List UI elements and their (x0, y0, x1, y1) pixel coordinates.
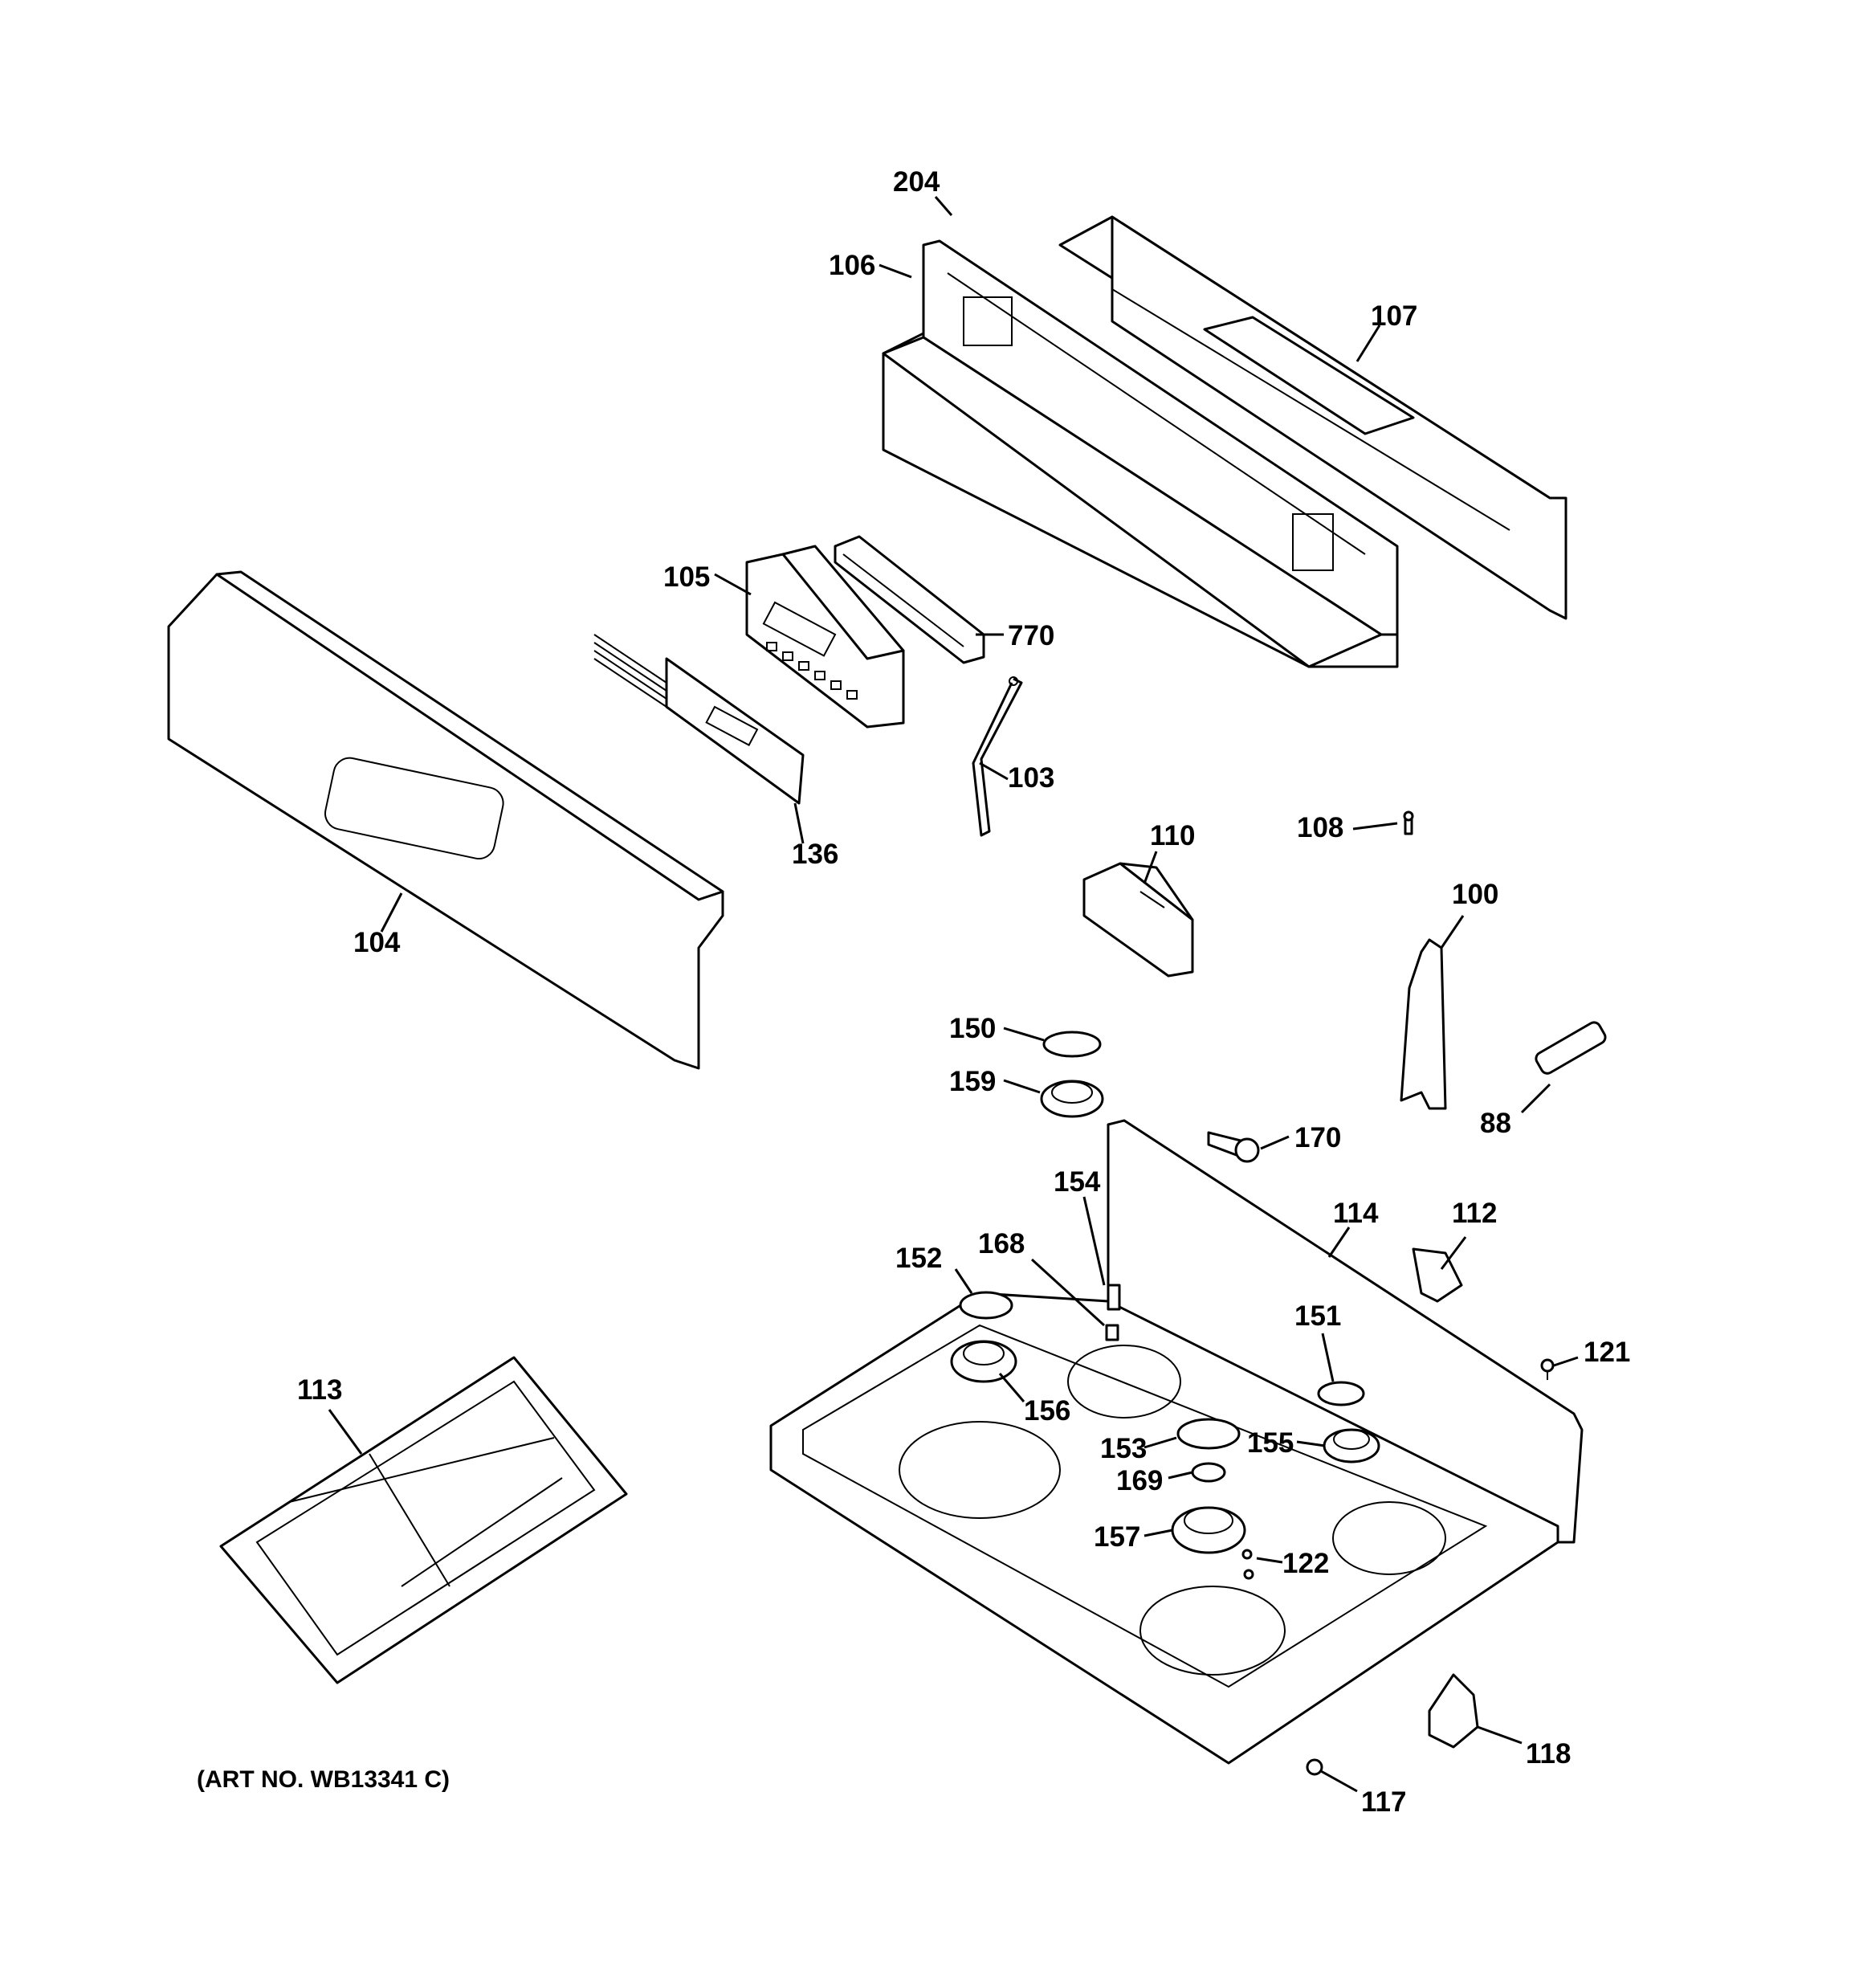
callout-122: 122 (1282, 1548, 1329, 1579)
callout-112: 112 (1452, 1198, 1497, 1229)
callout-159: 159 (949, 1066, 996, 1097)
callout-110: 110 (1150, 820, 1195, 851)
part-103-support-bracket (972, 676, 1023, 837)
part-152-burner-cap (959, 1291, 1013, 1320)
part-88-clip (1535, 1021, 1607, 1075)
part-114-cooktop (769, 1119, 1584, 1765)
part-170-screw (1207, 1131, 1260, 1163)
callout-170: 170 (1294, 1122, 1341, 1153)
leader-lines (328, 196, 1579, 1793)
part-150-burner-cap (1042, 1031, 1102, 1058)
part-136-membrane-switch (593, 634, 805, 805)
part-113-grate (219, 1356, 628, 1684)
part-151-burner-cap (1317, 1381, 1365, 1406)
callout-152: 152 (895, 1243, 942, 1274)
callout-204: 204 (893, 166, 940, 198)
part-157-burner-head (1171, 1506, 1246, 1554)
callout-153: 153 (1100, 1433, 1147, 1464)
callout-150: 150 (949, 1013, 996, 1044)
callout-100: 100 (1452, 879, 1498, 910)
callout-136: 136 (792, 839, 838, 870)
part-110-spark-module (1082, 862, 1194, 978)
callout-770: 770 (1008, 620, 1054, 651)
callout-151: 151 (1294, 1300, 1341, 1332)
part-117-nut (1306, 1758, 1323, 1776)
callout-168: 168 (978, 1228, 1025, 1259)
part-169-ring (1191, 1462, 1226, 1483)
part-107-rear-trim (1058, 215, 1567, 620)
part-156-burner-head (950, 1340, 1017, 1383)
callout-88: 88 (1480, 1108, 1511, 1139)
callout-103: 103 (1008, 762, 1054, 794)
part-105-control-board (745, 545, 905, 729)
part-106-rear-bracket (882, 239, 1399, 668)
callout-121: 121 (1584, 1337, 1630, 1368)
callout-108: 108 (1297, 812, 1343, 843)
callout-105: 105 (663, 561, 710, 593)
part-155-burner-head (1323, 1428, 1380, 1463)
callout-labels: 204 106 107 105 770 103 136 104 110 108 … (197, 166, 1630, 1818)
part-154-orifice (1107, 1284, 1121, 1311)
callout-156: 156 (1024, 1395, 1070, 1427)
part-153-burner-cap (1176, 1418, 1241, 1450)
part-770-cover (834, 535, 985, 664)
callout-114: 114 (1333, 1198, 1379, 1229)
callout-113: 113 (297, 1374, 342, 1406)
part-104-backguard (167, 570, 724, 1070)
callout-169: 169 (1116, 1465, 1163, 1496)
part-121-screw (1540, 1358, 1555, 1380)
part-159-burner-head (1040, 1080, 1104, 1118)
art-number: (ART NO. WB13341 C) (197, 1766, 450, 1793)
callout-118: 118 (1526, 1738, 1571, 1770)
callout-107: 107 (1371, 300, 1417, 332)
callout-104: 104 (353, 927, 401, 958)
part-168-electrode (1105, 1324, 1119, 1341)
part-118-leveling-foot (1428, 1673, 1479, 1749)
part-108-screw (1403, 810, 1414, 835)
part-100-side-trim (1400, 938, 1447, 1110)
callout-154: 154 (1054, 1166, 1101, 1198)
part-112-bracket (1412, 1247, 1463, 1303)
callout-117: 117 (1361, 1786, 1406, 1818)
callout-155: 155 (1247, 1427, 1294, 1459)
callout-157: 157 (1094, 1521, 1140, 1553)
callout-106: 106 (829, 250, 875, 281)
part-122-screw (1241, 1549, 1254, 1580)
